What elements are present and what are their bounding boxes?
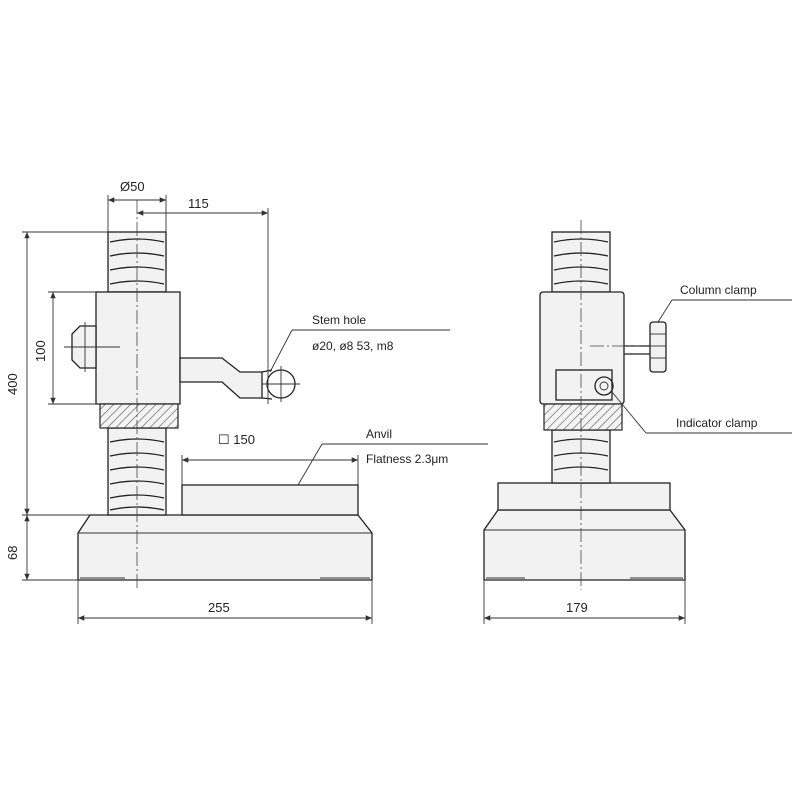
side-base <box>483 509 686 581</box>
dim-holder-height-label: 100 <box>33 340 48 362</box>
side-anvil <box>497 482 671 511</box>
stem-hole-label-1: Stem hole <box>312 313 366 327</box>
anvil-label-2: Flatness 2.3μm <box>366 452 448 466</box>
front-holder <box>95 291 181 405</box>
dim-base-width-side-label: 179 <box>566 600 588 615</box>
front-anvil <box>181 484 359 516</box>
dim-base-height-label: 68 <box>5 546 20 560</box>
dim-diameter-label: Ø50 <box>120 179 145 194</box>
dim-reach-label: 115 <box>188 196 209 211</box>
side-column-clamp-knob <box>649 321 667 373</box>
front-knurl-ring <box>99 403 179 429</box>
front-base <box>77 514 373 581</box>
side-knurl-ring <box>543 403 623 431</box>
dim-anvil-size-label: ☐ 150 <box>218 432 255 447</box>
anvil-label-1: Anvil <box>366 427 392 441</box>
indicator-clamp-label: Indicator clamp <box>676 416 758 430</box>
side-view: Column clamp Indicator clamp 179 <box>483 220 792 624</box>
front-arm <box>179 357 263 399</box>
side-indicator-clamp-screw <box>594 376 614 396</box>
dim-height-label: 400 <box>5 373 20 395</box>
dim-base-width-front-label: 255 <box>208 600 230 615</box>
front-view: Ø50 115 400 100 68 255 ☐ 150 Stem hole <box>5 179 488 624</box>
column-clamp-label: Column clamp <box>680 283 757 297</box>
stem-hole-label-2: ø20, ø8 53, m8 <box>312 339 394 353</box>
